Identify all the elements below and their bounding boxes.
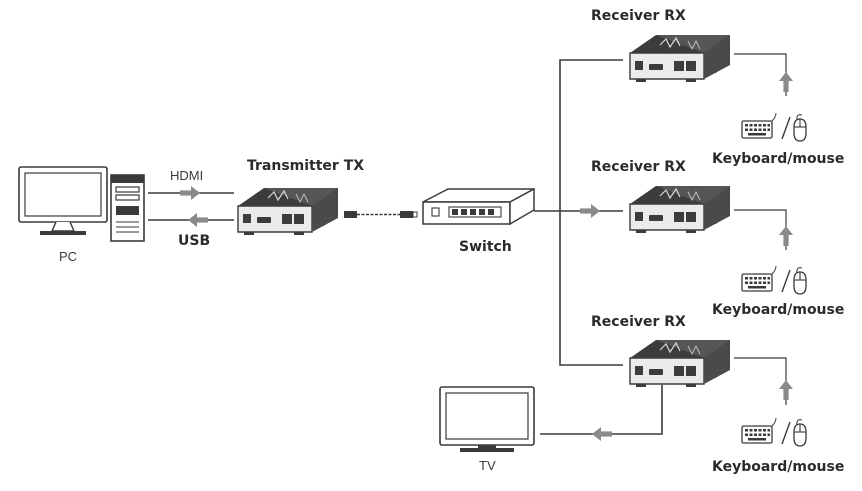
receiver-2-label: Receiver RX: [591, 159, 686, 175]
transmitter-icon: [237, 187, 339, 236]
kbm-2-line: [734, 209, 787, 250]
pc-icon: [18, 166, 108, 235]
hdmi-arrow-icon: [180, 186, 200, 200]
receiver-3-label: Receiver RX: [591, 314, 686, 330]
switch-icon: [422, 187, 535, 226]
switch-arrow-icon: [580, 204, 600, 218]
usb-arrow-icon: [188, 213, 208, 227]
receiver-1-label: Receiver RX: [591, 8, 686, 24]
keyboard-mouse-1-label: Keyboard/mouse: [712, 151, 844, 167]
kbm-3-arrow-icon: [779, 380, 793, 400]
keyboard-mouse-2-icon: [741, 265, 807, 295]
receiver-2-icon: [629, 185, 731, 234]
tv-line: [540, 385, 663, 435]
kbm-2-arrow-icon: [779, 226, 793, 246]
receiver-bus-line: [559, 59, 623, 366]
usb-label: USB: [178, 233, 210, 249]
tower-icon: [110, 174, 145, 242]
kbm-1-arrow-icon: [779, 72, 793, 92]
transmitter-label: Transmitter TX: [247, 158, 364, 174]
tv-label: TV: [479, 458, 496, 473]
keyboard-mouse-3-icon: [741, 417, 807, 447]
keyboard-mouse-2-label: Keyboard/mouse: [712, 302, 844, 318]
receiver-3-icon: [629, 339, 731, 388]
kbm-1-line: [734, 53, 787, 96]
switch-label: Switch: [459, 239, 512, 255]
tv-icon: [439, 386, 535, 452]
keyboard-mouse-1-icon: [741, 112, 807, 142]
cable-icon: [344, 211, 418, 218]
kbm-3-line: [734, 357, 787, 405]
keyboard-mouse-3-label: Keyboard/mouse: [712, 459, 844, 475]
receiver-1-icon: [629, 34, 731, 83]
hdmi-label: HDMI: [170, 168, 203, 183]
pc-label: PC: [59, 249, 77, 264]
tv-arrow-icon: [592, 427, 612, 441]
